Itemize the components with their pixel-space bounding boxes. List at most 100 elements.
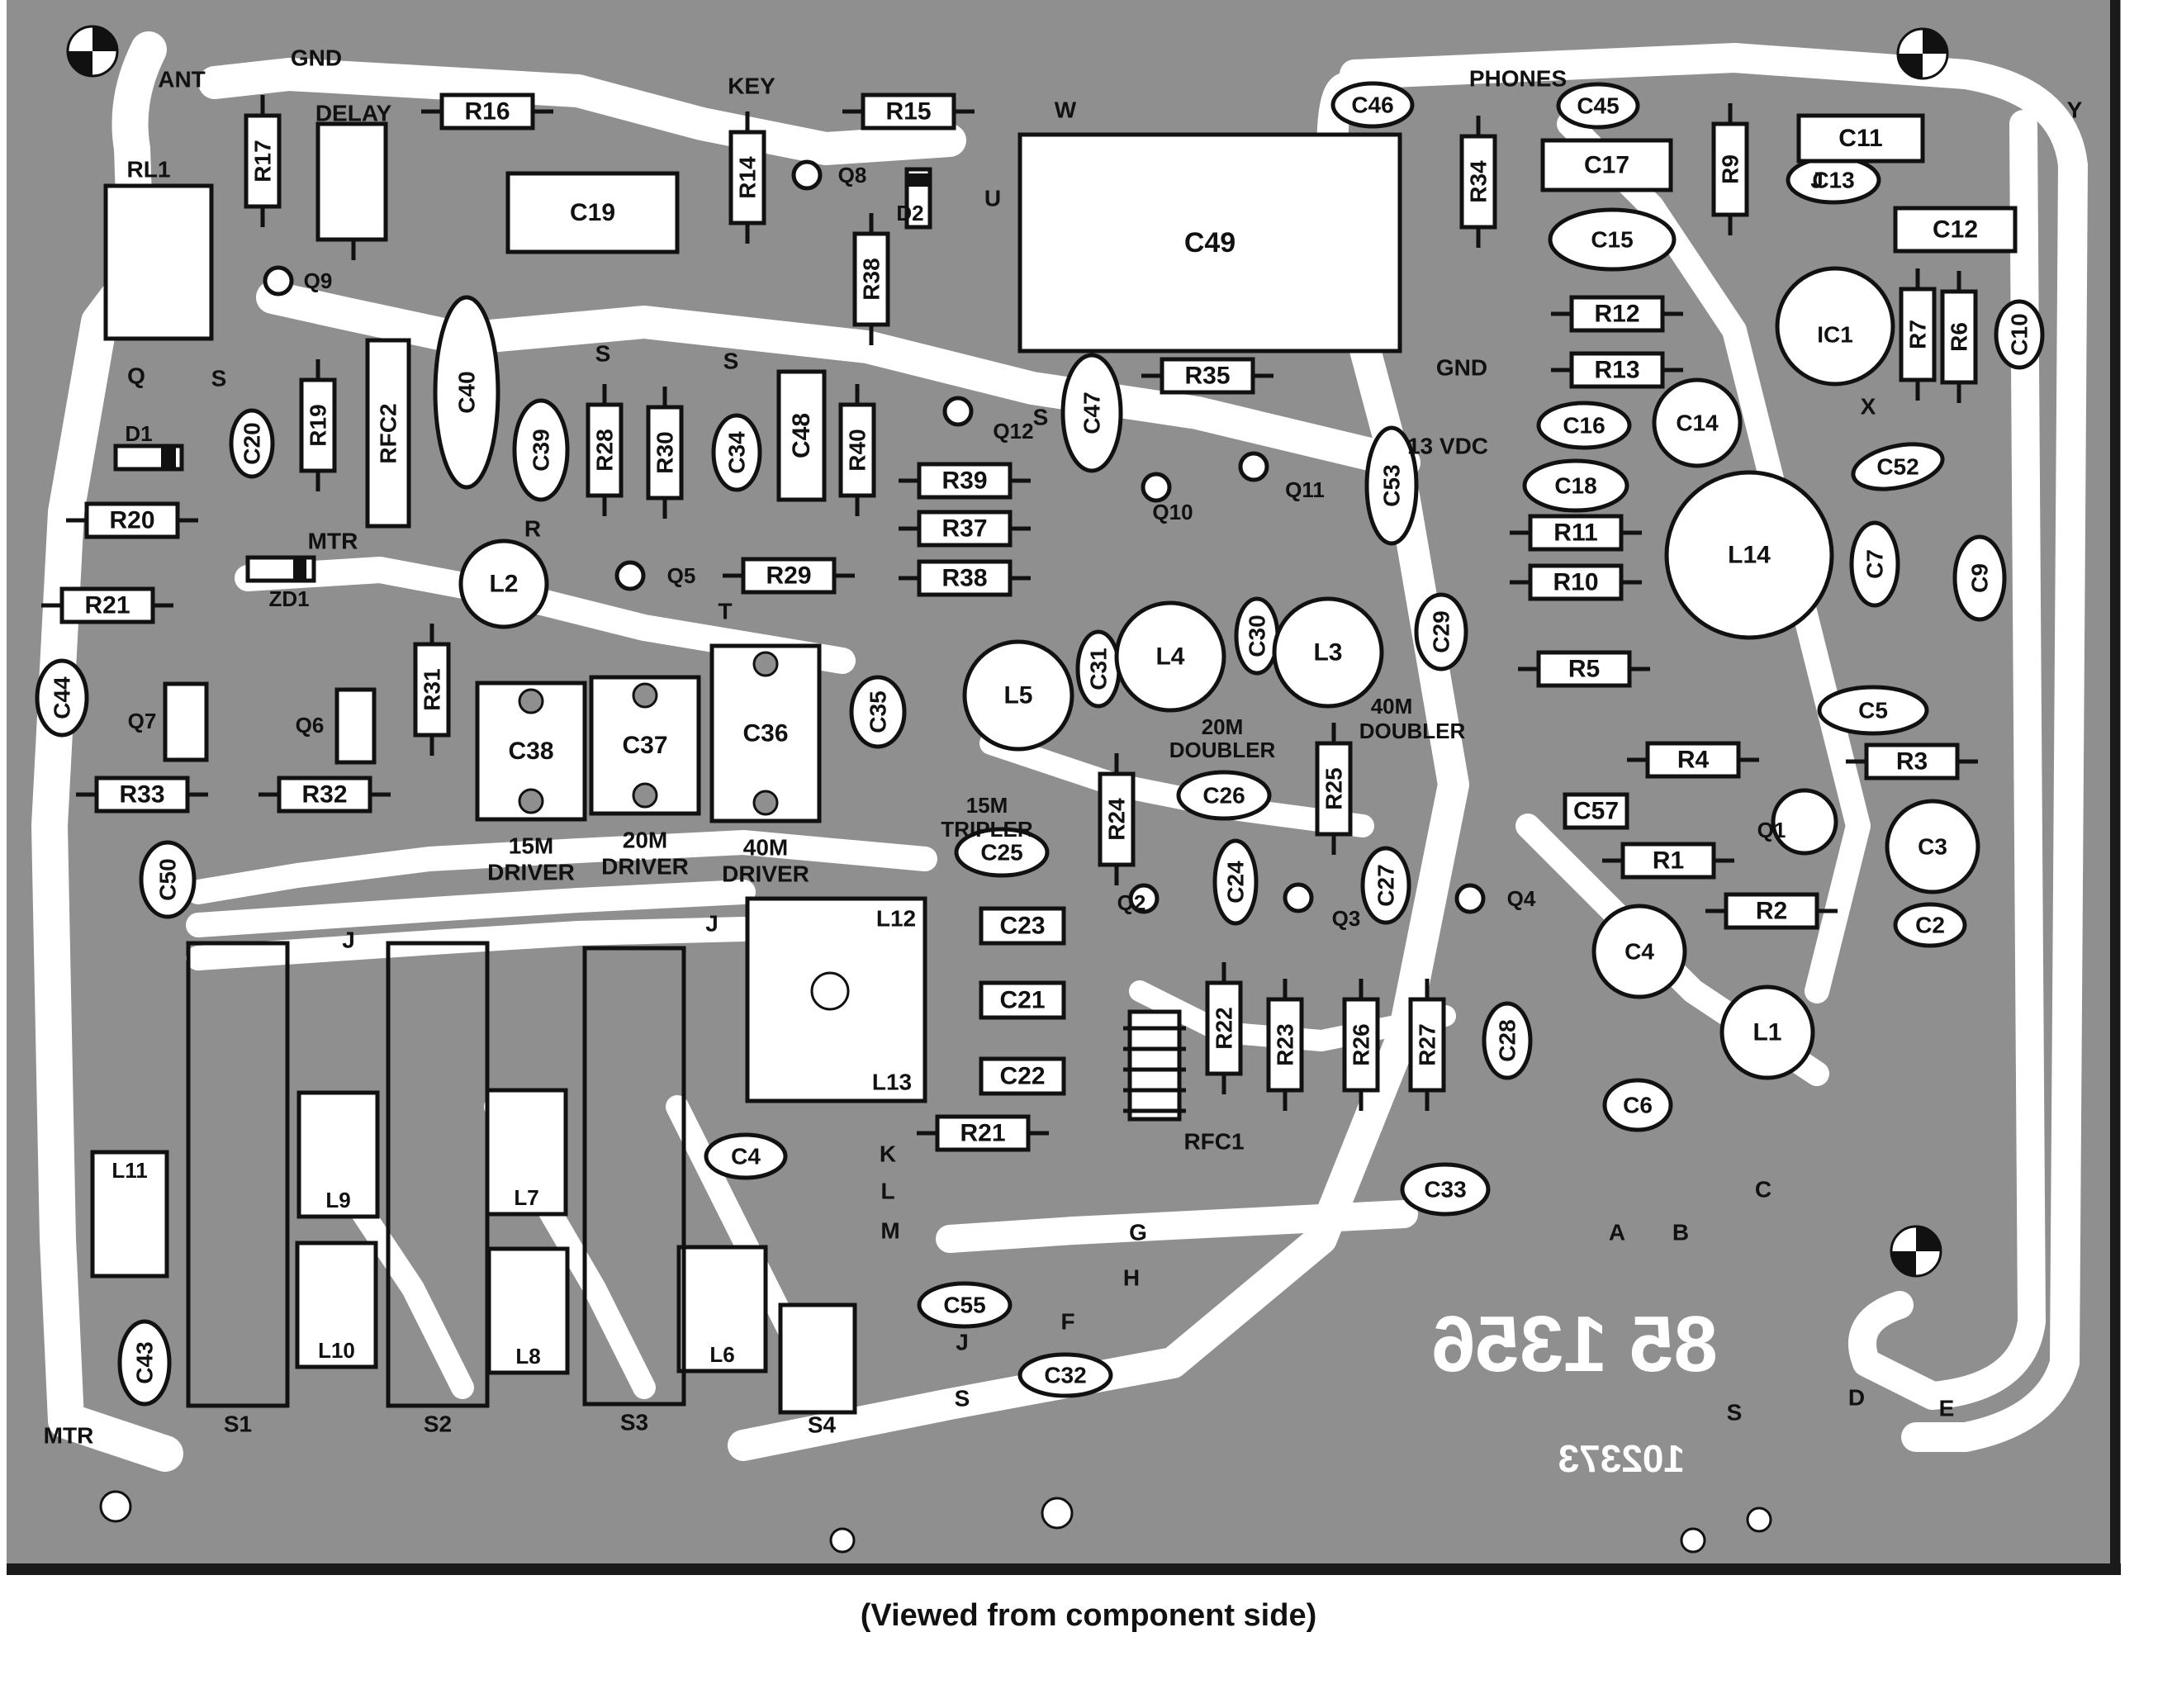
capacitor-label: C22 xyxy=(999,1063,1045,1090)
transistor-q2: Q2 xyxy=(1117,883,1160,915)
resistor-label: R12 xyxy=(1594,301,1639,328)
capacitor-label: C49 xyxy=(1184,227,1236,259)
capacitor-label: C44 xyxy=(50,676,75,719)
board-label-g: G xyxy=(1129,1220,1147,1245)
board-label-s_d: S xyxy=(1033,405,1049,430)
board-label-c: C xyxy=(1755,1177,1771,1203)
coil-l4: L4 xyxy=(1114,600,1226,713)
resistor-r24: R24 xyxy=(1098,753,1136,885)
board-label-s_a: S xyxy=(211,366,227,391)
labels-layer: 15MTRIPLER20MDOUBLER40MDOUBLERANTGNDKEYW… xyxy=(44,45,2083,1449)
coil-label: L3 xyxy=(1313,639,1342,667)
capacitor-label: C27 xyxy=(1373,864,1399,906)
resistor-r7: R7 xyxy=(1899,268,1937,401)
resistor-label: R9 xyxy=(1718,154,1743,184)
capacitor-c19: C19 xyxy=(505,171,680,254)
resistor-label: R6 xyxy=(1947,322,1972,352)
resistor-r17: R17 xyxy=(244,95,282,227)
resistor-label: R40 xyxy=(845,429,870,471)
transistor-label: Q7 xyxy=(128,709,157,733)
zener-zd1: ZD1 xyxy=(245,555,316,611)
relay-rl1: RL1 xyxy=(103,157,214,341)
capacitor-c35: C35 xyxy=(849,675,907,749)
resistor-r4: R4 xyxy=(1627,741,1759,779)
diode-label: D1 xyxy=(125,421,152,446)
trimmer-caption-role: DRIVER xyxy=(722,861,809,887)
transistor-q9: Q9 xyxy=(263,265,332,297)
board-label-j_c: J xyxy=(705,911,719,937)
capacitor-label: C15 xyxy=(1591,227,1633,253)
resistor-label: R3 xyxy=(1896,748,1928,776)
resistor-r26: R26 xyxy=(1342,979,1380,1111)
capacitor-label: C11 xyxy=(1838,125,1882,152)
board-label-y: Y xyxy=(2067,97,2083,123)
capacitor-label: C14 xyxy=(1676,410,1719,436)
capacitor-c4: C4 xyxy=(704,1132,788,1180)
board-label-gnd1: GND xyxy=(291,45,342,71)
coil-caption-role: DOUBLER xyxy=(1169,738,1276,762)
capacitor-c52: C52 xyxy=(1851,442,1945,491)
resistor-r22: R22 xyxy=(1205,962,1243,1094)
resistor-label: R24 xyxy=(1104,798,1130,841)
switch-label: S3 xyxy=(620,1410,648,1435)
coil-label: L4 xyxy=(1155,643,1184,671)
coil-label: L14 xyxy=(1728,542,1771,569)
board-label-q: Q xyxy=(127,363,145,389)
resistor-r12: R12 xyxy=(1551,295,1683,333)
capacitor-label: C17 xyxy=(1584,152,1629,179)
resistor-label: R2 xyxy=(1756,898,1787,925)
resistor-r38: R38 xyxy=(899,559,1031,597)
capacitor-c55: C55 xyxy=(917,1281,1013,1329)
delay-pot: DELAY xyxy=(315,101,391,242)
capacitor-c9: C9 xyxy=(1952,534,2007,622)
switch-s1: S1 xyxy=(186,941,290,1437)
board-label-b: B xyxy=(1672,1220,1689,1245)
relay-label: RL1 xyxy=(127,157,171,183)
board-label-j_b: J xyxy=(342,928,355,953)
capacitor-label: C35 xyxy=(866,690,891,733)
board-label-f: F xyxy=(1060,1309,1074,1335)
switch-label: S1 xyxy=(224,1411,252,1437)
resistor-r6: R6 xyxy=(1940,271,1978,403)
resistor-label: R7 xyxy=(1905,320,1931,349)
capacitor-label: C40 xyxy=(454,371,480,413)
resistor-label: R27 xyxy=(1415,1023,1440,1065)
choke-label: RFC2 xyxy=(376,403,401,463)
transistor-label: Q6 xyxy=(296,713,325,738)
capacitor-label: C7 xyxy=(1862,549,1888,579)
board-label-t: T xyxy=(718,599,732,624)
coil-l2: L2 xyxy=(458,538,549,629)
coil-l11: L11 xyxy=(90,1150,169,1279)
capacitor-label: C9 xyxy=(1967,563,1993,593)
components-layer: R16R17R18R15R14R38R34R9R12R13R7R6R35R19R… xyxy=(35,81,2045,1438)
coil-caption-role: TRIPLER xyxy=(941,817,1032,842)
capacitor-c25: C25 xyxy=(954,827,1050,878)
resistor-r15: R15 xyxy=(842,93,975,130)
transistor-label: Q2 xyxy=(1117,890,1146,915)
coil-l8: L8 xyxy=(486,1246,570,1375)
resistor-r40: R40 xyxy=(838,384,876,516)
transistor-label: Q4 xyxy=(1507,886,1536,911)
trimmer-label: C36 xyxy=(742,720,788,747)
coil-caption-role: DOUBLER xyxy=(1359,719,1466,743)
resistor-label: R28 xyxy=(592,429,618,471)
coil-l6: L6 xyxy=(676,1245,768,1374)
transistor-q12: Q12 xyxy=(942,396,1034,444)
coil-l1: L1 xyxy=(1719,984,1815,1080)
resistor-label: R15 xyxy=(885,98,931,126)
capacitor-c24: C24 xyxy=(1212,838,1259,926)
capacitor-c17: C17 xyxy=(1540,138,1673,192)
capacitor-c48: C48 xyxy=(776,369,827,502)
board-label-phones: PHONES xyxy=(1469,66,1567,92)
coil-label: L5 xyxy=(1003,682,1032,709)
capacitor-c53: C53 xyxy=(1364,425,1419,546)
coil-label: L11 xyxy=(111,1158,147,1183)
capacitor-label: C39 xyxy=(529,429,554,471)
resistor-r1: R1 xyxy=(1602,842,1734,880)
board-edge-bottom xyxy=(7,1563,2121,1575)
coil-label: L7 xyxy=(514,1185,538,1210)
trimmer-caption-band: 15M xyxy=(509,833,553,859)
